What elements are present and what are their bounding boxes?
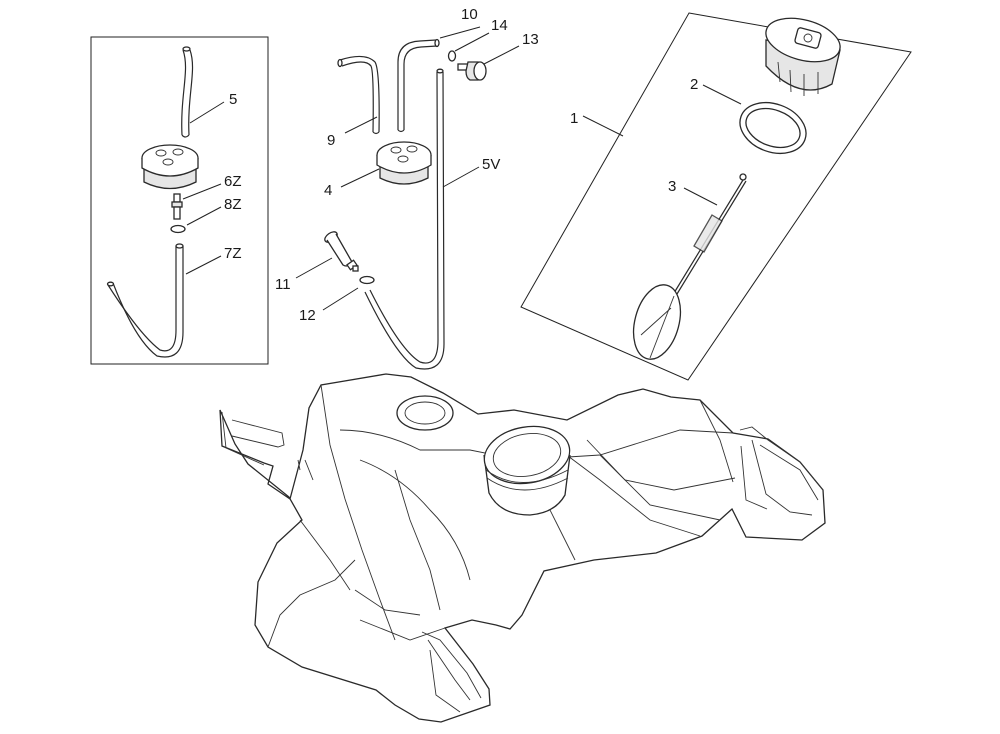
part-4-bushing xyxy=(376,141,432,185)
callout-12: 12 xyxy=(299,307,316,324)
part-2-gasket xyxy=(739,101,807,155)
part-8z-ring xyxy=(170,224,186,234)
callout-9: 9 xyxy=(327,132,335,149)
part-9-vent-tube xyxy=(337,55,380,135)
part-bushing-left xyxy=(141,144,199,190)
callout-3: 3 xyxy=(668,178,676,195)
callout-1: 1 xyxy=(570,110,578,127)
part-fuel-cap xyxy=(765,17,841,96)
leader-lines xyxy=(182,26,742,311)
part-5-fuel-line-short xyxy=(181,46,194,138)
callout-2: 2 xyxy=(690,76,698,93)
kit-box-right xyxy=(520,12,912,381)
part-5v-fuel-line xyxy=(364,68,445,370)
part-12-ring xyxy=(359,275,375,285)
callout-8z: 8Z xyxy=(224,196,242,213)
part-14-ring xyxy=(447,50,457,62)
callout-10: 10 xyxy=(461,6,478,23)
callout-4: 4 xyxy=(324,182,332,199)
callout-5v: 5V xyxy=(482,156,500,173)
callout-14: 14 xyxy=(491,17,508,34)
fuel-tank xyxy=(219,373,826,723)
part-11-fuel-filter xyxy=(324,231,359,272)
part-6z-fitting xyxy=(171,193,183,220)
part-3-fuel-gauge xyxy=(632,173,747,360)
part-10-vent-tube xyxy=(397,38,440,133)
part-7z-fuel-line xyxy=(106,243,184,358)
callout-11: 11 xyxy=(275,276,291,293)
callout-13: 13 xyxy=(522,31,539,48)
part-13-valve xyxy=(457,61,487,81)
callout-6z: 6Z xyxy=(224,173,242,190)
callout-5: 5 xyxy=(229,91,237,108)
kit-box-left xyxy=(90,36,269,365)
callout-7z: 7Z xyxy=(224,245,242,262)
